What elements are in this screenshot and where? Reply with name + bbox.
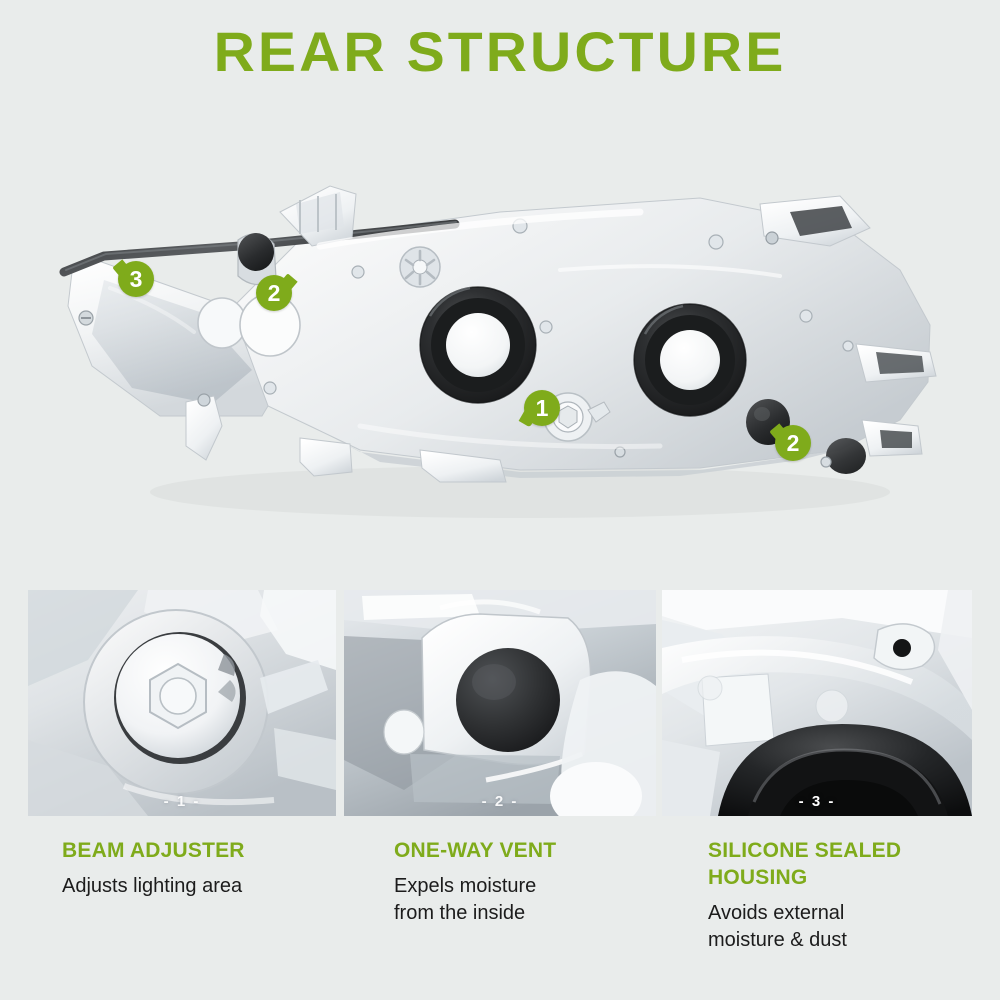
detail-panel-one-way-vent[interactable]: - 2 - [344,590,656,816]
caption-row: BEAM ADJUSTER Adjusts lighting area ONE-… [0,838,1000,998]
socket-cluster-left [197,233,301,357]
panel-index-2: - 2 - [481,793,519,810]
panel-index-1: - 1 - [163,793,201,810]
title-bar: REAR STRUCTURE [0,24,1000,80]
caption-one-way-vent: ONE-WAY VENT Expels moisture from the in… [394,838,674,927]
beam-adjuster-closeup [28,590,336,816]
callout-badge-3-label: 3 [129,266,143,292]
callout-badge-2-right-label: 2 [786,430,800,456]
panel-index-3: - 3 - [798,793,836,810]
mounting-brackets [185,185,937,483]
callout-badge-1[interactable]: 1 [518,390,560,428]
caption-title-silicone-sealed-housing: SILICONE SEALED HOUSING [708,839,902,889]
caption-title-beam-adjuster: BEAM ADJUSTER [62,839,245,862]
detail-panel-silicone-sealed-housing[interactable]: - 3 - [662,590,972,816]
bulb-bore-right [633,303,747,417]
hero-product-image: 3 2 1 2 [0,120,1000,550]
bulb-bore-center [419,286,537,404]
caption-silicone-sealed-housing: SILICONE SEALED HOUSING Avoids external … [708,838,958,954]
callout-badge-3[interactable]: 3 [112,259,154,297]
caption-body-silicone-sealed-housing: Avoids external moisture & dust [708,901,847,951]
callout-badge-1-label: 1 [535,395,549,421]
headlight-housing-illustration [59,185,937,518]
surface-highlights [108,208,782,450]
caption-body-one-way-vent: Expels moisture from the inside [394,874,537,924]
detail-panel-beam-adjuster[interactable]: - 1 - [28,590,336,816]
caption-beam-adjuster: BEAM ADJUSTER Adjusts lighting area [62,838,352,900]
callout-badge-2-right[interactable]: 2 [769,423,811,461]
caption-title-one-way-vent: ONE-WAY VENT [394,839,557,862]
caption-body-beam-adjuster: Adjusts lighting area [62,874,243,897]
one-way-vent-closeup [344,590,656,816]
callout-badge-2-left-label: 2 [267,280,281,306]
silicone-seal-closeup [662,590,972,816]
fan-vent-icon [399,246,441,288]
page-title: REAR STRUCTURE [213,20,787,83]
detail-panel-row: - 1 - [0,590,1000,816]
one-way-vent-left [238,233,274,271]
callout-badge-2-left[interactable]: 2 [256,273,298,311]
drop-shadow [150,466,890,518]
